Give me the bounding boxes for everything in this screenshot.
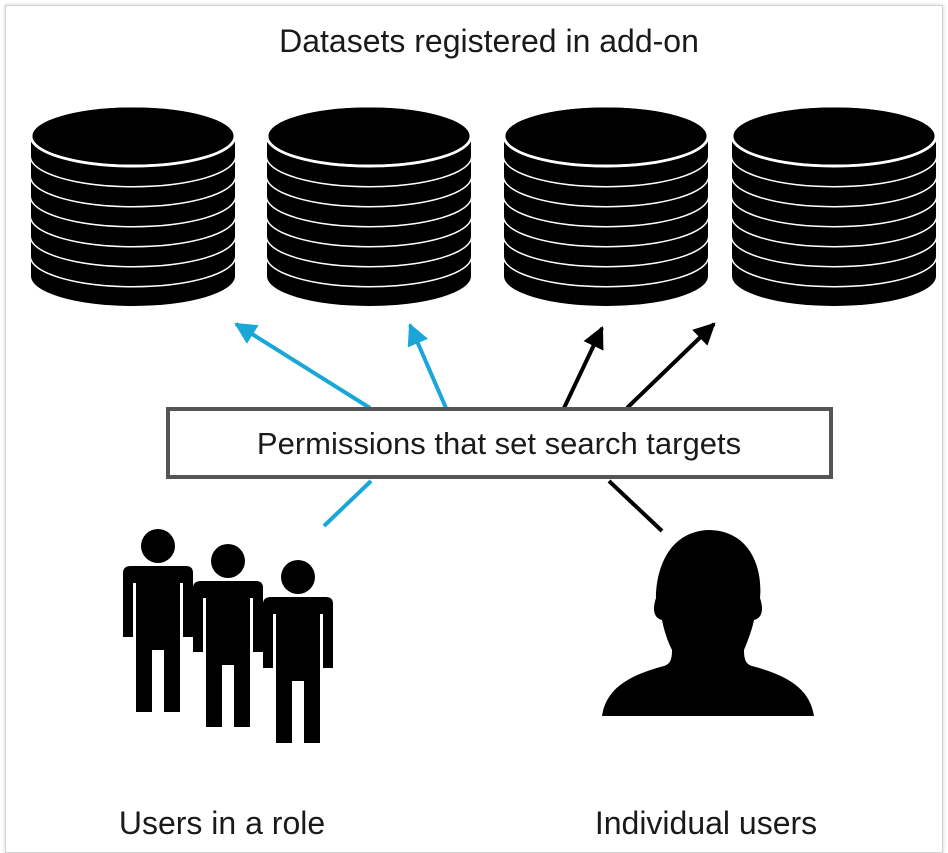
datasets-group	[29, 104, 938, 306]
role-arrow-to-dataset-1	[234, 322, 372, 410]
role-arrow-to-dataset-2	[407, 322, 448, 409]
dataset-3-database-icon	[502, 104, 710, 306]
individual-arrow-to-dataset-3	[562, 326, 604, 409]
permissions-label: Permissions that set search targets	[257, 426, 741, 461]
role-group-label: Users in a role	[119, 805, 325, 841]
individual-arrow-to-dataset-4	[625, 322, 716, 410]
people-group-icon	[123, 529, 333, 743]
dataset-2-database-icon	[265, 104, 473, 306]
individual-arrows	[562, 322, 716, 533]
role-arrows	[234, 322, 448, 528]
role-connector	[322, 479, 373, 528]
person-head-icon	[602, 530, 814, 716]
diagram-title: Datasets registered in add-on	[279, 23, 699, 59]
dataset-4-database-icon	[730, 104, 938, 306]
individual-group-label: Individual users	[595, 805, 817, 841]
dataset-1-database-icon	[29, 104, 237, 306]
individual-connector	[607, 479, 664, 533]
permissions-box: Permissions that set search targets	[166, 407, 833, 479]
